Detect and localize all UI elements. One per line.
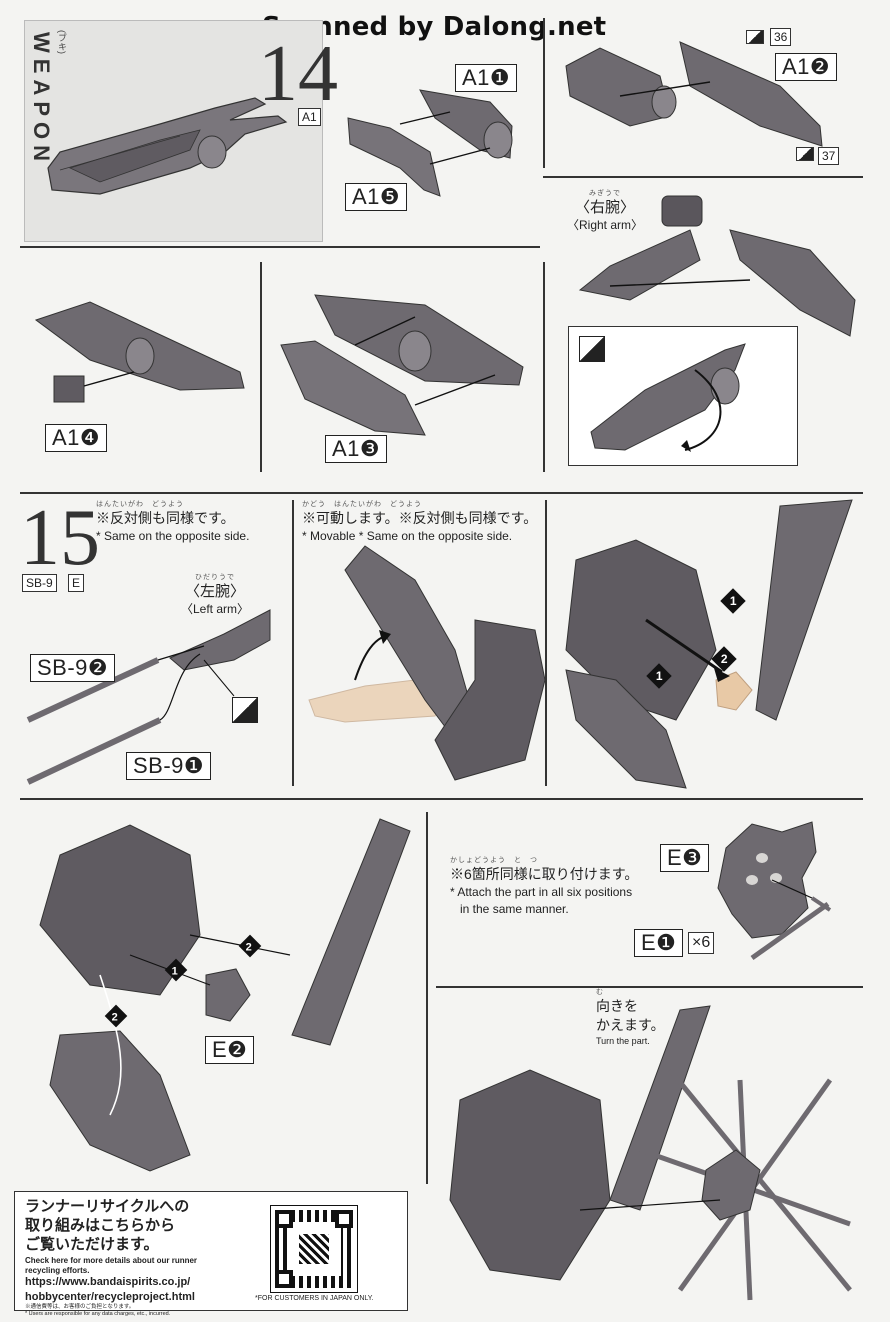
sticker-icon-36 [746, 30, 764, 44]
part-label-a1-5: A1❺ [345, 183, 408, 211]
note-movable-ruby: かどう はんたいがわ どうよう [302, 501, 422, 508]
part-label-e3: E❸ [660, 844, 710, 872]
right-arm-label: みぎうで 〈右腕〉 〈Right arm〉 [560, 190, 650, 233]
step15-runner-sb9: SB-9 [22, 574, 57, 592]
shield-attach-illustration [39, 818, 411, 1172]
recycle-url-1[interactable]: https://www.bandaispirits.co.jp/ [25, 1276, 191, 1289]
turn-jp-1: 向きを [596, 998, 638, 1015]
step15-divider-v3 [426, 812, 428, 1184]
japan-only-note: *FOR CUSTOMERS IN JAPAN ONLY. [255, 1295, 374, 1302]
step14-title-ruby: (ブキ) [57, 30, 67, 54]
part-label-a1-2: A1❷ [775, 53, 838, 81]
step15-divider-h2 [436, 986, 863, 988]
qr-finder-tl [275, 1210, 293, 1228]
note-six-ruby: かしょどうよう と つ [450, 857, 538, 864]
step14-number: 14 [258, 30, 338, 118]
left-arm-jp: 〈左腕〉 [184, 582, 245, 600]
recycle-en-2: recycling efforts. [25, 1265, 90, 1275]
recycle-tiny-1: ※通信費等は、お客様のご負担となります。 [25, 1304, 135, 1311]
note-same-side: はんたいがわ どうよう ※反対側も同様です。 * Same on the opp… [96, 500, 249, 545]
step14-assembly-a [347, 89, 513, 197]
turn-ruby: む [596, 989, 604, 996]
step15-divider-v2 [545, 500, 547, 786]
step14-title: WEAPON [29, 32, 54, 167]
step14-assembly-d [280, 294, 524, 436]
order-mark-2a-text: 2 [720, 652, 728, 666]
step14-divider-h3 [20, 492, 863, 494]
note-movable-en: * Movable * Same on the opposite side. [302, 529, 513, 544]
order-mark-2b-text: 2 [245, 941, 252, 954]
qr-code-icon[interactable] [270, 1205, 358, 1293]
recycle-en-1: Check here for more details about our ru… [25, 1256, 198, 1266]
recycle-jp-3: ご覧いただけます。 [25, 1235, 159, 1253]
step14-assembly-b [565, 41, 823, 147]
recycle-tiny-2: * Users are responsible for any data cha… [25, 1311, 171, 1318]
note-six-jp: ※6箇所同様に取り付けます。 [450, 866, 639, 883]
note-same-side-jp: ※反対側も同様です。 [96, 510, 235, 527]
left-arm-en: 〈Left arm〉 [180, 601, 250, 616]
sticker-37: 37 [818, 147, 840, 165]
step14-divider-h2 [543, 176, 863, 178]
step14-divider-v3 [543, 262, 545, 472]
part-label-sb9-1: SB-9❶ [126, 752, 212, 780]
qr-data-block [299, 1234, 329, 1264]
right-arm-jp: 〈右腕〉 [574, 198, 635, 216]
right-arm-ruby: みぎうで [589, 190, 621, 197]
sticker-36: 36 [770, 28, 792, 46]
step15-number: 15 [20, 494, 100, 582]
left-arm-label: ひだりうで 〈左腕〉 〈Left arm〉 [170, 574, 260, 617]
part-label-e1: E❶ [634, 929, 684, 957]
note-six-en-1: * Attach the part in all six positions [450, 885, 633, 900]
right-arm-illustration [578, 195, 856, 337]
weapon-illustration-main [47, 97, 288, 195]
right-arm-en: 〈Right arm〉 [566, 217, 643, 232]
part-label-a1-3: A1❸ [325, 435, 388, 463]
recycle-info-box: ランナーリサイクルへの 取り組みはこちらから ご覧いただけます。 Check h… [14, 1191, 408, 1317]
recycle-text: ランナーリサイクルへの 取り組みはこちらから ご覧いただけます。 Check h… [25, 1198, 245, 1318]
step14-divider-v1 [543, 18, 545, 168]
step15-divider-h1 [20, 798, 863, 800]
part-label-e2: E❷ [205, 1036, 255, 1064]
qr-finder-tr [335, 1210, 353, 1228]
turn-part-note: む 向きを かえます。 Turn the part. [596, 988, 665, 1047]
note-same-side-ruby: はんたいがわ どうよう [96, 501, 184, 508]
order-mark-1c-text: 1 [171, 965, 178, 978]
note-movable: かどう はんたいがわ どうよう ※可動します。※反対側も同様です。 * Mova… [302, 500, 537, 545]
left-arm-ruby: ひだりうで [195, 574, 235, 581]
part-label-e1-count: ×6 [688, 932, 715, 954]
step14-divider-h1 [20, 246, 540, 248]
turn-en: Turn the part. [596, 1036, 650, 1047]
step14-divider-v2 [260, 262, 262, 472]
final-assembly-illustration [449, 1005, 852, 1301]
part-label-a1-4: A1❹ [45, 424, 108, 452]
step15-divider-v1 [292, 500, 294, 786]
note-movable-jp: ※可動します。※反対側も同様です。 [302, 510, 538, 527]
movable-icon [579, 336, 605, 362]
step15-runner-e: E [68, 574, 85, 592]
sticker-icon-37 [796, 147, 814, 161]
order-mark-1b-text: 1 [655, 669, 663, 683]
shield-movable-illustration [308, 545, 546, 781]
note-six-en-2: in the same manner. [460, 901, 569, 916]
order-mark-2c-text: 2 [111, 1011, 118, 1024]
note-six-positions: かしょどうよう と つ ※6箇所同様に取り付けます。 * Attach the … [450, 856, 638, 917]
note-same-side-en: * Same on the opposite side. [96, 529, 250, 544]
recycle-jp-1: ランナーリサイクルへの [25, 1198, 190, 1215]
body-shield-illustration [565, 499, 853, 789]
step14-assembly-c [34, 301, 245, 403]
movable-icon-left-arm [232, 697, 258, 723]
left-arm-illustration [26, 609, 271, 785]
e3-part-illustration [717, 821, 832, 961]
rotation-illustration [590, 343, 746, 452]
recycle-jp-2: 取り組みはこちらから [25, 1216, 176, 1234]
part-label-a1-1: A1❶ [455, 64, 518, 92]
turn-jp-2: かえます。 [596, 1017, 665, 1034]
recycle-url-2[interactable]: hobbycenter/recycleproject.html [25, 1290, 195, 1303]
part-label-sb9-2: SB-9❷ [30, 654, 116, 682]
order-mark-1a-text: 1 [729, 594, 737, 608]
qr-finder-bl [275, 1270, 293, 1288]
step14-runner-badge: A1 [298, 108, 321, 126]
